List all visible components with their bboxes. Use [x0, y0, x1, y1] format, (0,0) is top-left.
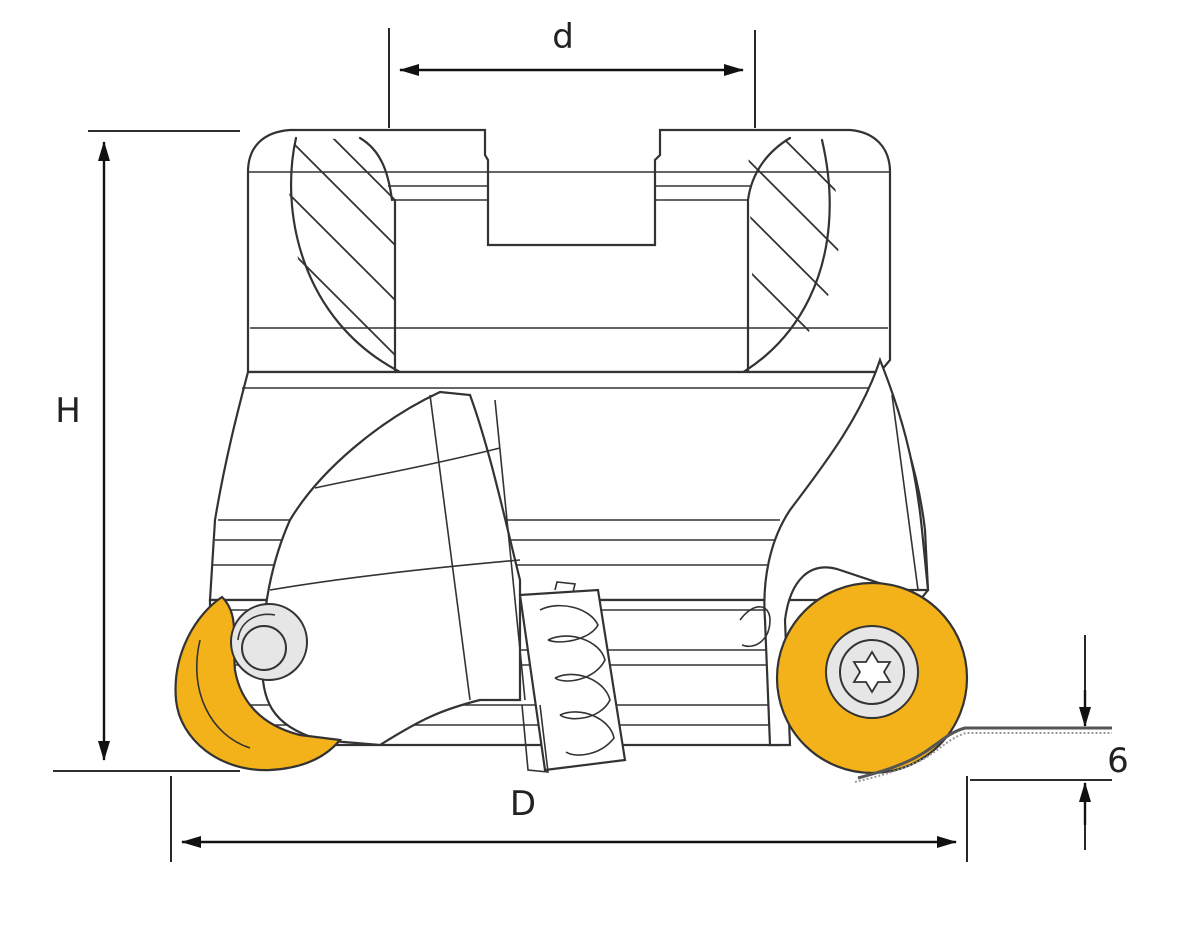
screw-right	[825, 625, 919, 719]
cutter-body	[208, 128, 930, 773]
section-hatch-right	[748, 139, 840, 343]
screw-left	[230, 603, 308, 681]
label-depth: 6	[1107, 741, 1129, 781]
workpiece-surface	[854, 726, 1112, 783]
label-d: d	[552, 17, 574, 57]
dimension-cutter-d: D	[170, 776, 968, 862]
insert-left	[174, 595, 343, 772]
dimension-depth: 6	[970, 635, 1129, 850]
dimension-d: d	[388, 17, 756, 128]
dimension-h: H	[53, 130, 240, 772]
torx-socket	[852, 650, 892, 694]
section-hatch-left	[289, 138, 395, 361]
label-cutter-d: D	[510, 784, 536, 824]
label-h: H	[55, 391, 81, 431]
